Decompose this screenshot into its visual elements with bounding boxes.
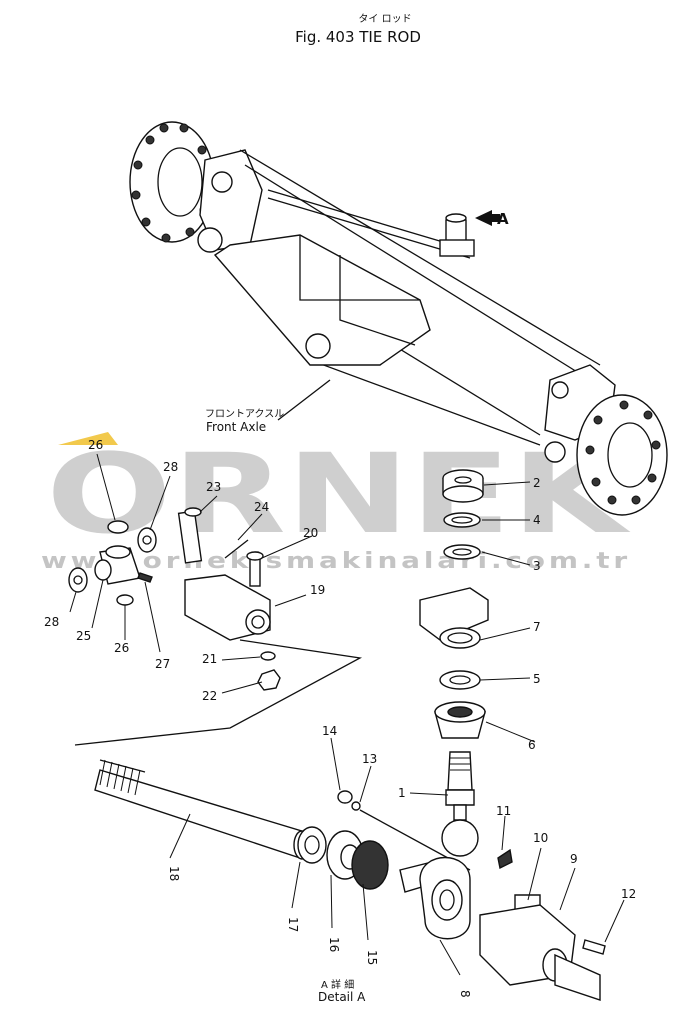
part-label-25: 25 [76, 629, 91, 643]
part-label-9: 9 [570, 852, 578, 866]
part-label-12: 12 [621, 887, 636, 901]
leader-lines [69, 453, 625, 976]
part-label-26-top: 26 [88, 438, 103, 452]
rod-end-subassembly [68, 507, 363, 746]
detail-a-label-jp: A 詳 細 [321, 978, 354, 991]
front-axle-label-jp: フロントアクスル [205, 408, 284, 420]
watermark-url: www.ornekismakinalari.com.tr [41, 549, 631, 574]
part-label-4: 4 [533, 513, 541, 527]
part-label-7: 7 [533, 620, 541, 634]
part-label-26-bottom: 26 [114, 641, 129, 655]
part-label-13: 13 [362, 752, 377, 766]
part-label-28-top: 28 [163, 460, 178, 474]
part-label-28-left: 28 [44, 615, 59, 629]
part-label-1: 1 [398, 786, 406, 800]
part-label-23: 23 [206, 480, 221, 494]
part-label-10: 10 [533, 831, 548, 845]
title-jp: タイ ロッド [358, 13, 411, 25]
front-axle-drawing: A フロントアクスル Front Axle [129, 121, 668, 516]
front-axle-label: Front Axle [206, 420, 266, 434]
part-label-24: 24 [254, 500, 269, 514]
part-label-15: 15 [365, 950, 379, 965]
part-label-17: 17 [286, 917, 300, 932]
part-label-27: 27 [155, 657, 170, 671]
part-label-2: 2 [533, 476, 541, 490]
watermark-accent-shape [58, 432, 118, 445]
figure-title: Fig. 403 TIE ROD [295, 28, 421, 46]
watermark-brand: ORNEK [46, 430, 631, 558]
detail-a-label: Detail A [318, 990, 366, 1004]
right-wheel-hub [576, 394, 668, 516]
part-label-21: 21 [202, 652, 217, 666]
part-label-3: 3 [533, 559, 541, 573]
part-label-20: 20 [303, 526, 318, 540]
part-label-5: 5 [533, 672, 541, 686]
detail-a-parts: A 詳 細 Detail A [297, 790, 606, 1004]
part-labels: 2 4 3 7 5 6 1 11 10 9 12 14 13 15 16 17 … [44, 438, 636, 998]
part-label-19: 19 [310, 583, 325, 597]
ball-joint-stack [419, 469, 489, 857]
part-label-11: 11 [496, 804, 511, 818]
part-label-16: 16 [327, 937, 341, 952]
part-label-6: 6 [528, 738, 536, 752]
part-label-14: 14 [322, 724, 337, 738]
part-label-8: 8 [458, 990, 472, 998]
tie-rod-shaft [94, 759, 311, 860]
arrow-a-label: A [497, 210, 509, 228]
part-label-22: 22 [202, 689, 217, 703]
part-label-18: 18 [167, 866, 181, 881]
